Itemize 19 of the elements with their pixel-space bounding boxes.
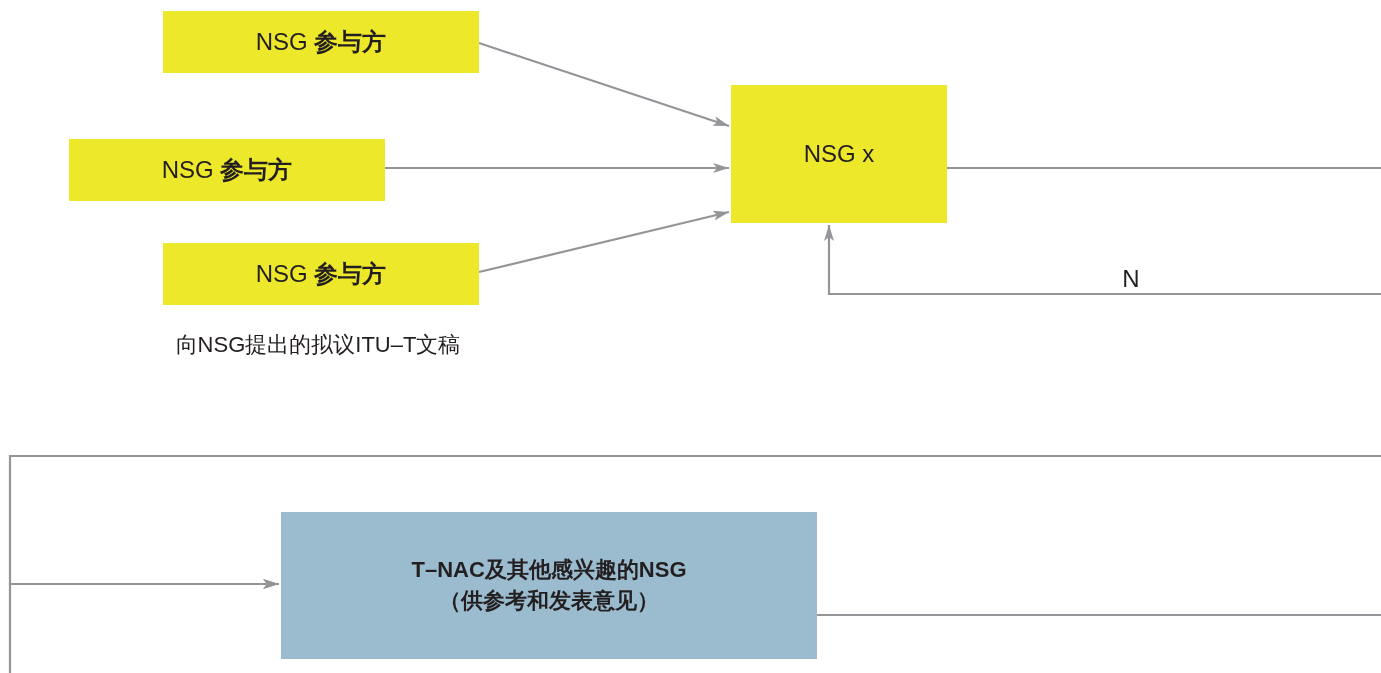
box-label: T–NAC及其他感兴趣的NSG	[411, 555, 687, 584]
box-label: NSG 参与方	[255, 27, 387, 58]
box-label: NSG 参与方	[161, 155, 293, 186]
process-box	[69, 139, 385, 201]
process-box	[163, 11, 479, 73]
process-box	[163, 243, 479, 305]
process-box	[281, 512, 817, 659]
arrow	[478, 41, 730, 128]
arrow	[8, 579, 279, 673]
caption-text: 向NSG提出的拟议ITU–T文稿	[175, 331, 461, 359]
arrow	[824, 225, 1381, 296]
process-box	[731, 85, 947, 223]
arrow	[385, 163, 729, 173]
connector-line	[947, 166, 1381, 170]
box-label: NSG x	[803, 139, 875, 170]
box-label: NSG 参与方	[255, 259, 387, 290]
arrow	[478, 210, 730, 274]
connector-line	[817, 613, 1381, 617]
box-label: （供参考和发表意见）	[439, 586, 659, 615]
